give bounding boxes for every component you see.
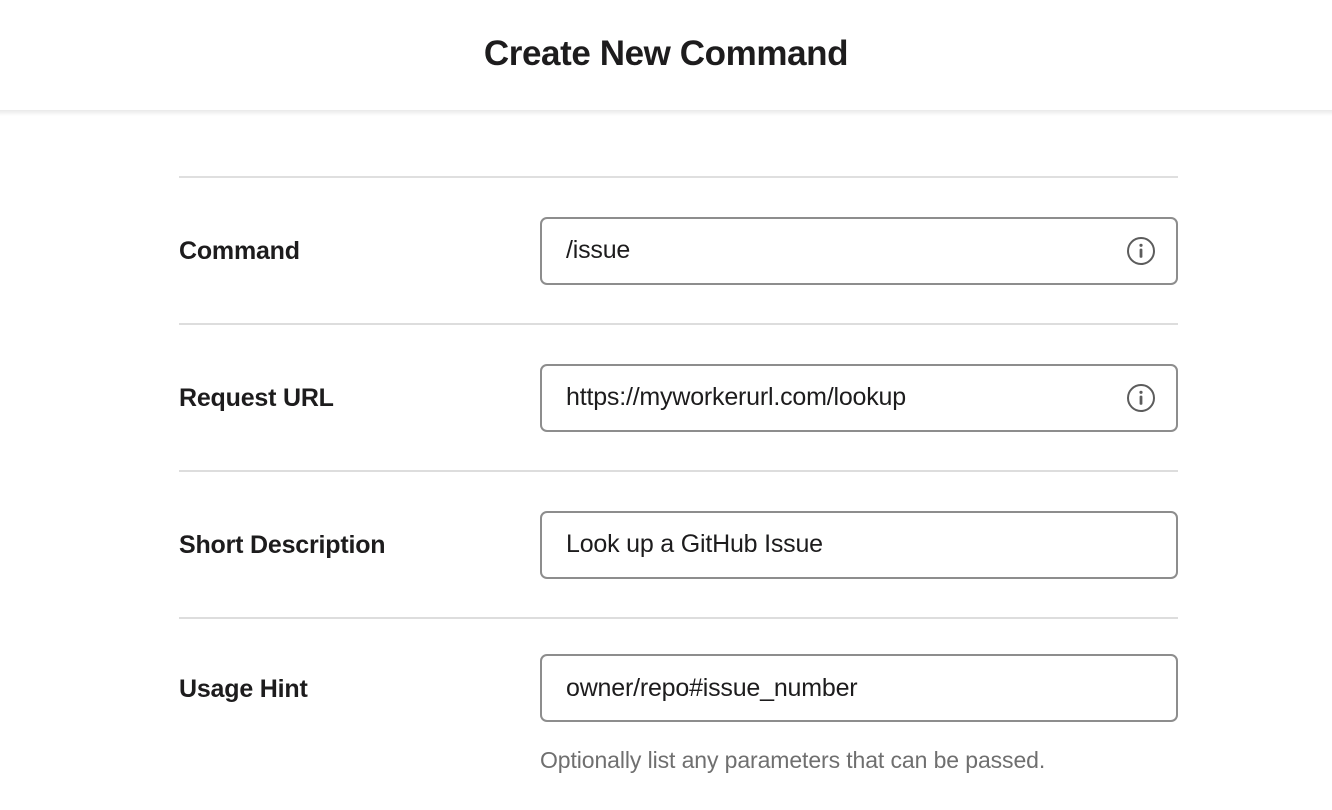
field-label-command: Command	[179, 236, 300, 265]
form-row-command: Command	[179, 176, 1178, 323]
field-label-request-url: Request URL	[179, 383, 334, 412]
field-label-usage-hint: Usage Hint	[179, 675, 308, 703]
field-control-request-url	[540, 363, 1178, 432]
request-url-input-wrapper[interactable]	[540, 363, 1178, 432]
form-row-usage-hint: Usage Hint Optionally list any parameter…	[179, 617, 1178, 775]
field-control-short-description	[540, 510, 1178, 579]
field-control-command	[540, 216, 1178, 285]
modal-body: Command	[0, 110, 1332, 775]
form-row-short-description: Short Description	[179, 470, 1178, 617]
command-input-wrapper[interactable]	[540, 216, 1178, 285]
field-control-usage-hint: Optionally list any parameters that can …	[540, 654, 1178, 775]
command-input[interactable]	[542, 218, 1176, 283]
create-command-form: Command	[179, 110, 1178, 775]
form-row-request-url: Request URL	[179, 323, 1178, 470]
field-label-short-description: Short Description	[179, 530, 386, 559]
short-description-input[interactable]	[542, 512, 1176, 577]
usage-hint-help-text: Optionally list any parameters that can …	[540, 747, 1046, 773]
short-description-input-wrapper[interactable]	[540, 510, 1178, 579]
usage-hint-input[interactable]	[542, 656, 1176, 720]
info-circle-icon[interactable]	[1126, 236, 1156, 266]
info-circle-icon[interactable]	[1126, 383, 1156, 413]
usage-hint-input-wrapper[interactable]	[540, 654, 1178, 722]
request-url-input[interactable]	[542, 365, 1176, 430]
modal-header: Create New Command	[0, 0, 1332, 116]
page-title: Create New Command	[483, 33, 849, 73]
